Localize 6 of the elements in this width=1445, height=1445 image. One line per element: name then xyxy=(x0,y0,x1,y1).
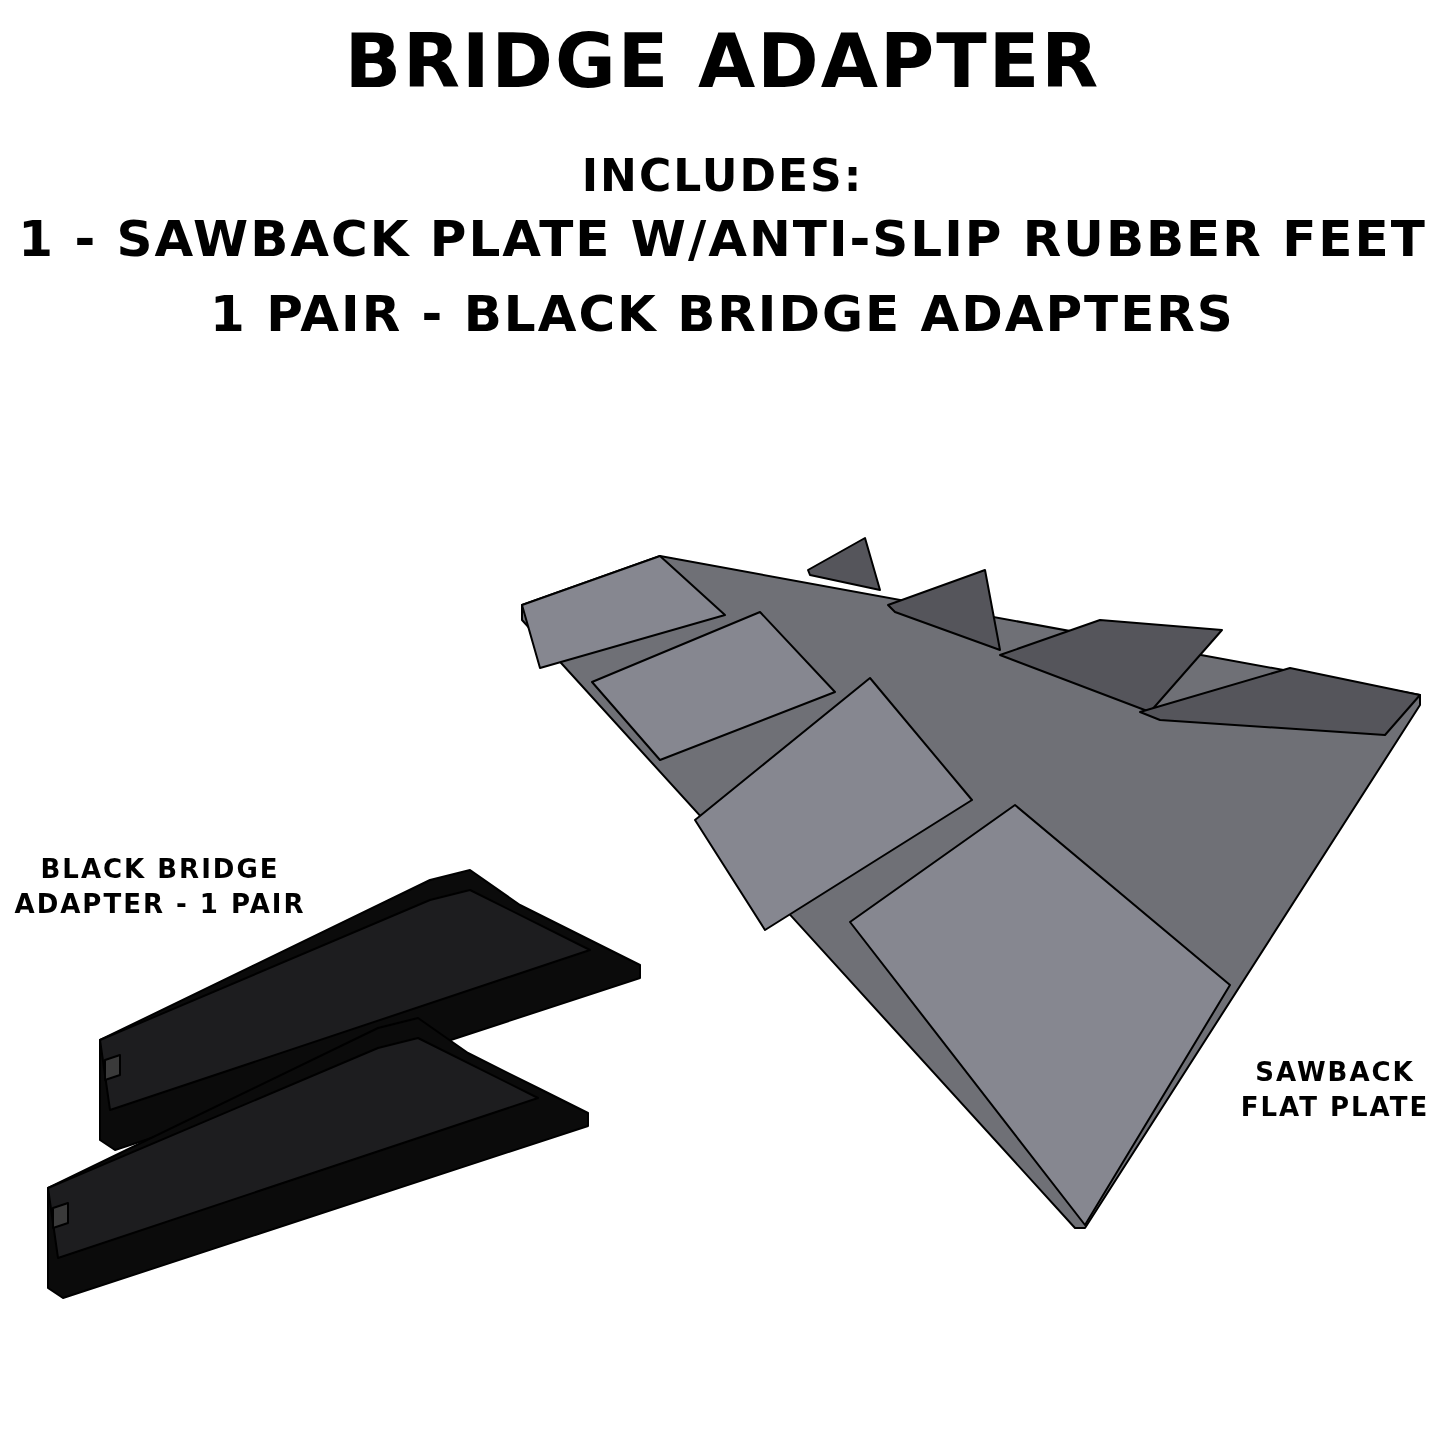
part-label: SAWBACK FLAT PLATE xyxy=(1239,1056,1431,1125)
included-item: 1 - SAWBACK PLATE W/ANTI-SLIP RUBBER FEET xyxy=(17,210,1428,268)
included-item: 1 PAIR - BLACK BRIDGE ADAPTERS xyxy=(209,285,1236,343)
part-label: BLACK BRIDGE ADAPTER - 1 PAIR xyxy=(13,853,307,922)
title: BRIDGE ADAPTER xyxy=(343,18,1102,104)
subtitle: INCLUDES: xyxy=(580,150,865,201)
